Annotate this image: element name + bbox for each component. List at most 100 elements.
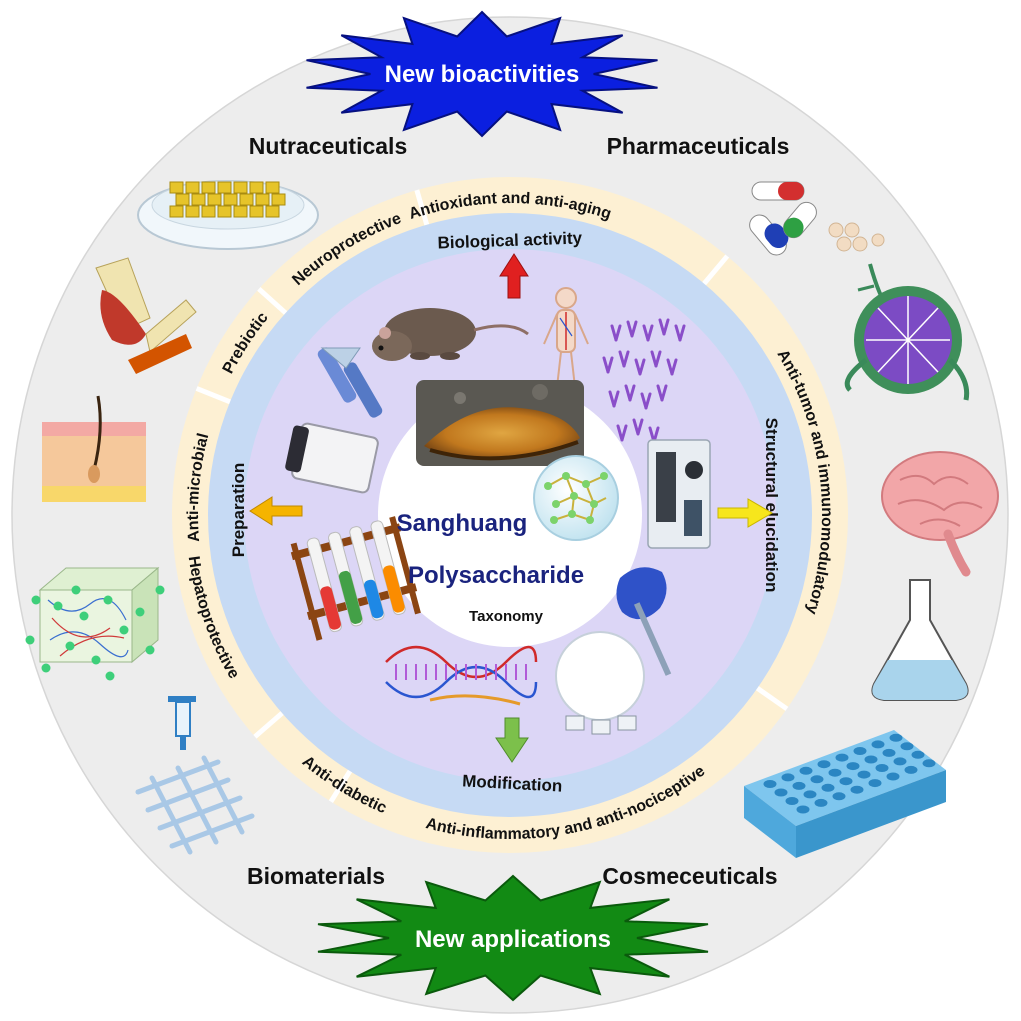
center-title-line-2: Polysaccharide: [408, 562, 584, 589]
rack-hole: [900, 742, 914, 751]
center-title: Sanghuang Polysaccharide Taxonomy: [397, 510, 584, 625]
cube: [207, 193, 222, 206]
chromosome: [632, 418, 644, 436]
bottom-banner-text: New applications: [415, 926, 611, 953]
rack-hole: [796, 805, 810, 814]
rack-hole: [904, 765, 918, 774]
cube: [271, 193, 286, 206]
band-separators: [195, 189, 789, 803]
application-illustrations: [25, 180, 999, 858]
cube: [185, 205, 200, 218]
cube: [191, 193, 206, 206]
arrow-right-icon: [717, 498, 773, 528]
chromosomes-icon: [602, 318, 686, 444]
rack-hole: [817, 760, 831, 769]
rack-hole: [810, 775, 824, 784]
label-nutraceuticals: Nutraceuticals: [249, 133, 408, 159]
brain-icon: [881, 451, 999, 577]
gloved-hand-pipette-icon: [616, 567, 672, 676]
rack-hole: [792, 781, 806, 790]
process-arrows: [249, 253, 773, 763]
hydrogel-network-icon: [25, 566, 165, 681]
tube-rack-icon: [744, 730, 946, 858]
process-stage-labels: Biological activity Structural elucidati…: [229, 228, 781, 795]
rack-hole: [839, 777, 853, 786]
cube: [185, 181, 200, 194]
rack-hole: [846, 762, 860, 771]
arrow-left-icon: [249, 496, 303, 526]
gel-particle: [71, 585, 81, 595]
dna-double-helix-icon: [385, 645, 538, 706]
rack-hole: [911, 750, 925, 759]
cube: [201, 181, 216, 194]
lymph-node-icon: [844, 263, 970, 401]
chromosome: [624, 384, 636, 402]
cube: [265, 205, 280, 218]
gel-particle: [145, 645, 155, 655]
gel-particle: [135, 607, 145, 617]
polysaccharide-network-icon: [533, 455, 619, 541]
rack-hole: [814, 798, 828, 807]
chromosome: [666, 358, 678, 376]
round-bottom-flask-icon: [555, 631, 645, 735]
gel-particle: [155, 585, 165, 595]
rack-hole: [850, 785, 864, 794]
erlenmeyer-flask-icon: [871, 579, 969, 701]
top-starburst-banner: New bioactivities: [306, 10, 658, 138]
stage-label-structural-elucidation: Structural elucidation: [762, 418, 781, 593]
cube: [169, 205, 184, 218]
gel-particle: [41, 663, 51, 673]
lab-instrument-icon: [647, 439, 711, 549]
gel-particle: [103, 595, 113, 605]
mouse-icon: [372, 308, 529, 361]
gel-particle: [79, 611, 89, 621]
label-biomaterials: Biomaterials: [247, 863, 385, 889]
band-separator: [414, 189, 430, 226]
rack-hole: [828, 768, 842, 777]
rack-hole: [871, 740, 885, 749]
rack-hole: [799, 766, 813, 775]
arrow-down-icon: [495, 717, 529, 763]
chromosome: [616, 424, 628, 442]
gel-particle: [65, 641, 75, 651]
petri-dish-icon: [137, 180, 319, 250]
rack-hole: [821, 783, 835, 792]
chromosome: [658, 318, 670, 336]
rack-hole: [763, 780, 777, 788]
rack-hole: [889, 733, 903, 742]
chromosome: [656, 384, 668, 402]
chromosome: [642, 324, 654, 342]
cube: [239, 193, 254, 206]
capsules-icon: [749, 181, 817, 256]
gel-particle: [31, 595, 41, 605]
human-anatomy-icon: [543, 287, 589, 397]
label-pharmaceuticals: Pharmaceuticals: [607, 133, 790, 159]
top-banner-text: New bioactivities: [385, 61, 580, 88]
rack-hole: [803, 790, 817, 799]
center-subtitle: Taxonomy: [469, 608, 544, 625]
band-separator: [253, 711, 284, 739]
rack-hole: [882, 748, 896, 757]
cube: [169, 181, 184, 194]
syringe-icon: [168, 696, 196, 750]
gel-particle: [91, 655, 101, 665]
chromosome: [650, 350, 662, 368]
rack-hole: [922, 759, 936, 768]
cube: [265, 181, 280, 194]
rack-hole: [868, 779, 882, 788]
rack-hole: [835, 753, 849, 762]
arrow-up-icon: [499, 253, 529, 299]
band-separator: [702, 254, 730, 286]
rack-hole: [857, 770, 871, 779]
pills-icon: [828, 222, 885, 252]
rack-hole: [886, 772, 900, 781]
cube: [233, 181, 248, 194]
rack-hole: [853, 747, 867, 755]
stage-label-preparation: Preparation: [229, 463, 248, 557]
application-labels: Nutraceuticals Pharmaceuticals Biomateri…: [247, 133, 789, 889]
cube: [175, 193, 190, 206]
cube: [233, 205, 248, 218]
rack-hole: [864, 755, 878, 764]
sanghuang-mushroom-photo: [416, 380, 584, 466]
